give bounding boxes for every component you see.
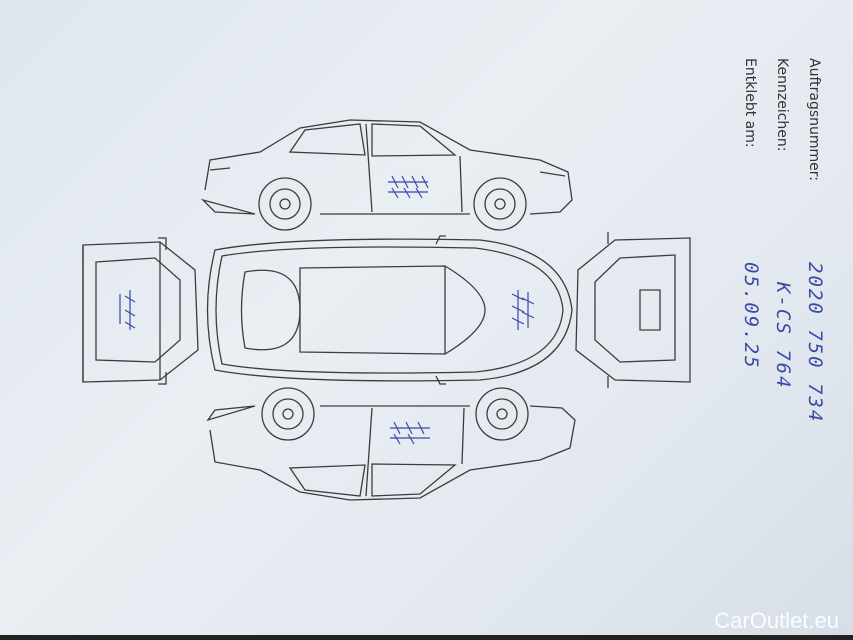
car-side-view-left <box>206 387 576 501</box>
car-top-view <box>206 235 573 385</box>
damage-markings <box>119 175 535 445</box>
car-side-view-right <box>200 119 573 231</box>
car-front-view <box>82 237 199 385</box>
watermark-logo: CarOutlet.eu <box>714 608 839 633</box>
car-rear-view <box>575 232 691 388</box>
bottom-edge <box>0 635 853 640</box>
